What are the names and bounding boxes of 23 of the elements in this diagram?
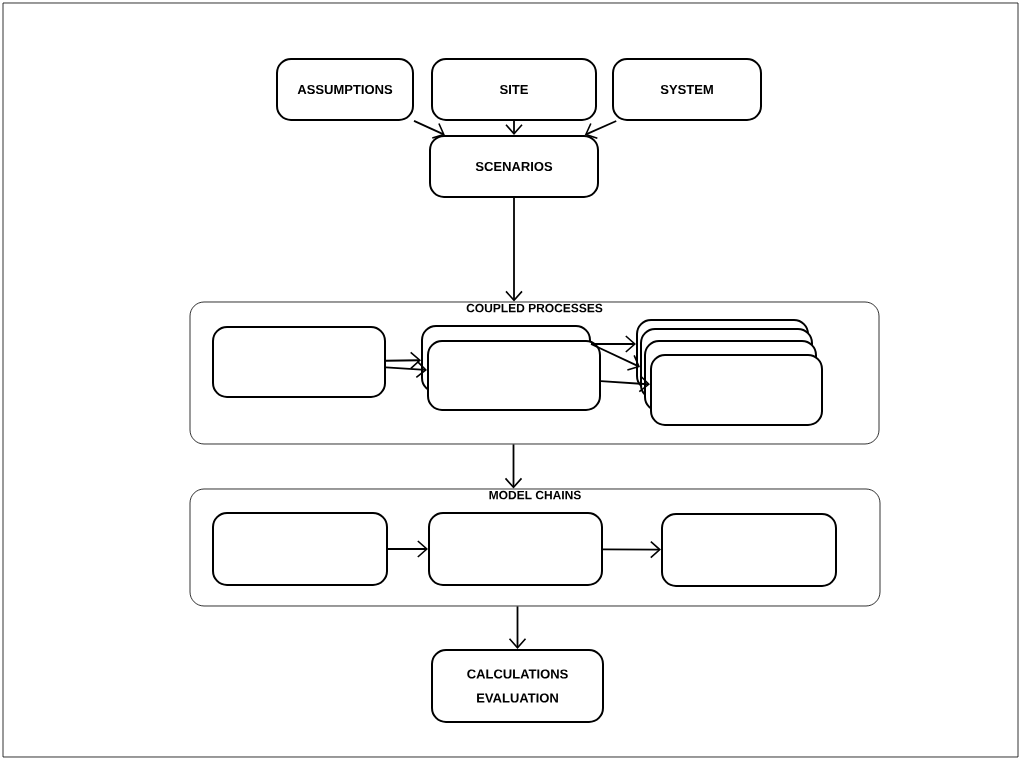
arrow [600,374,650,393]
process-box [212,326,386,398]
process-box [212,512,388,586]
process-box [661,513,837,587]
process-box: SITE [431,58,597,121]
stacked-boxes-drawing [636,319,823,426]
process-box: ASSUMPTIONS [276,58,414,121]
process-box: SCENARIOS [429,135,599,198]
arrow [387,540,428,558]
arrow [590,335,636,353]
arrow [385,351,421,370]
arrow [504,443,523,489]
arrow [602,540,661,559]
arrow [584,120,618,139]
arrow [505,197,523,302]
arrow [508,605,527,649]
process-box [428,512,603,586]
arrow [590,343,640,371]
arrow [385,360,427,379]
process-box [427,340,601,411]
process-box: SYSTEM [612,58,762,121]
process-box: CALCULATIONS EVALUATION [431,649,604,723]
arrow [413,120,445,139]
